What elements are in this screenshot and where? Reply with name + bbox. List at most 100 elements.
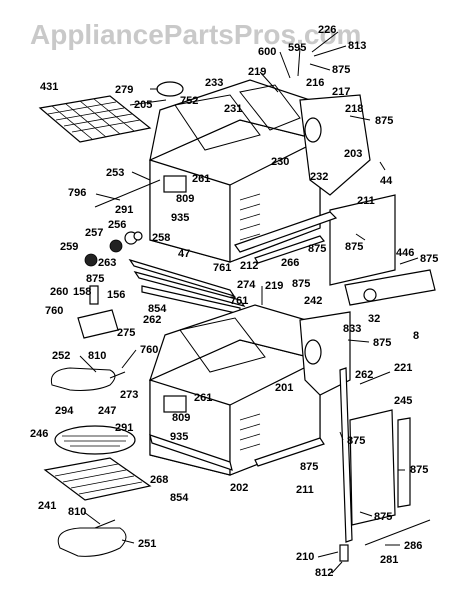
callout-291-bottom: 291 [115, 422, 133, 434]
knob-part-258 [133, 231, 143, 241]
callout-875-k: 875 [410, 464, 428, 476]
blower-opening-upper [304, 117, 322, 143]
callout-875-h: 875 [373, 337, 391, 349]
callout-261-bottom: 261 [194, 392, 212, 404]
callout-595: 595 [288, 42, 306, 54]
callout-210: 210 [296, 551, 314, 563]
callout-266: 266 [281, 257, 299, 269]
callout-875-j: 875 [300, 461, 318, 473]
callout-232: 232 [310, 171, 328, 183]
callout-205: 205 [134, 99, 152, 111]
callout-809-bottom: 809 [172, 412, 190, 424]
callout-286: 286 [404, 540, 422, 552]
callout-810-b: 810 [68, 506, 86, 518]
callout-251: 251 [138, 538, 156, 550]
callout-810-a: 810 [88, 350, 106, 362]
callout-761-b: 761 [230, 295, 248, 307]
bracket-760 [77, 309, 119, 339]
oven-rack-lower [43, 457, 152, 501]
callout-212: 212 [240, 260, 258, 272]
callout-261-top: 261 [192, 173, 210, 185]
callout-294: 294 [55, 405, 74, 417]
callout-labels: 431 279 233 205 752 231 219 600 595 226 … [30, 24, 438, 579]
callout-262-a: 262 [143, 314, 161, 326]
callout-252: 252 [52, 350, 70, 362]
callout-253: 253 [106, 167, 124, 179]
callout-258: 258 [152, 232, 170, 244]
callout-221: 221 [394, 362, 412, 374]
callout-935-top: 935 [171, 212, 189, 224]
callout-158: 158 [73, 286, 91, 298]
callout-273: 273 [120, 389, 138, 401]
callout-875-g: 875 [292, 278, 310, 290]
trim-strip-212 [234, 211, 338, 253]
callout-600: 600 [258, 46, 276, 58]
heating-element-252 [50, 367, 116, 391]
callout-833: 833 [343, 323, 361, 335]
watermark-text: AppliancePartsPros.com [30, 19, 361, 50]
callout-247: 247 [98, 405, 116, 417]
trim-strip-268 [149, 434, 233, 471]
bake-element-251 [57, 527, 127, 557]
callout-219-bottom: 219 [265, 280, 283, 292]
callout-875-a: 875 [332, 64, 350, 76]
callout-875-l: 875 [374, 511, 392, 523]
callout-875-b: 875 [375, 115, 393, 127]
callout-875-i: 875 [347, 435, 365, 447]
callout-211-top: 211 [357, 195, 375, 207]
callout-44: 44 [380, 175, 393, 187]
rail-hole [363, 288, 377, 302]
callout-32: 32 [368, 313, 380, 325]
callout-246: 246 [30, 428, 48, 440]
callout-875-f: 875 [86, 273, 104, 285]
callout-854-bottom: 854 [170, 492, 189, 504]
callout-219-top: 219 [248, 66, 266, 78]
callout-233: 233 [205, 77, 223, 89]
callout-274: 274 [237, 279, 256, 291]
callout-875-d: 875 [308, 243, 326, 255]
callout-8: 8 [413, 330, 419, 342]
callout-279: 279 [115, 84, 133, 96]
callout-813: 813 [348, 40, 366, 52]
callout-245: 245 [394, 395, 412, 407]
oven-rack-upper [38, 95, 152, 143]
callout-446: 446 [396, 247, 414, 259]
oven-cavity-upper [149, 79, 341, 263]
rod-253 [94, 179, 161, 208]
trim-strip-202 [254, 437, 325, 467]
callout-263: 263 [98, 257, 116, 269]
callout-761-a: 761 [213, 262, 231, 274]
callout-257: 257 [85, 227, 103, 239]
callout-760-b: 760 [140, 344, 158, 356]
callout-230: 230 [271, 156, 289, 168]
callout-47: 47 [178, 248, 190, 260]
callout-812: 812 [315, 567, 333, 579]
callout-201: 201 [275, 382, 293, 394]
callout-935-bottom: 935 [170, 431, 188, 443]
callout-796: 796 [68, 187, 86, 199]
broil-pan-246 [54, 425, 136, 455]
callout-156: 156 [107, 289, 125, 301]
callout-231: 231 [224, 103, 242, 115]
callout-211-bottom: 211 [296, 484, 314, 496]
callout-256: 256 [108, 219, 126, 231]
callout-291-top: 291 [115, 204, 133, 216]
callout-268: 268 [150, 474, 168, 486]
callout-202: 202 [230, 482, 248, 494]
callout-854-top: 854 [148, 303, 167, 315]
callout-760-a: 760 [45, 305, 63, 317]
callout-260: 260 [50, 286, 68, 298]
callout-203: 203 [344, 148, 362, 160]
side-panel-upper [329, 194, 396, 286]
callout-431: 431 [40, 81, 58, 93]
strip-47 [128, 258, 236, 298]
callout-875-c: 875 [345, 241, 363, 253]
callout-262-b: 262 [355, 369, 373, 381]
bracket-245 [397, 417, 411, 508]
light-cover-upper [156, 81, 184, 97]
callout-242: 242 [304, 295, 322, 307]
callout-875-e: 875 [420, 253, 438, 265]
oven-cavity-lower [149, 304, 341, 476]
knob-259 [84, 253, 98, 267]
